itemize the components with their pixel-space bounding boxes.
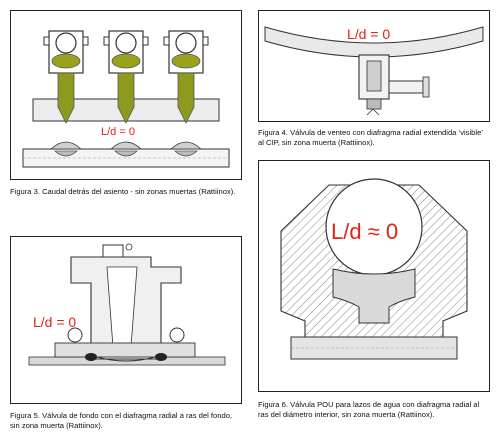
figure-4-caption: Figura 4. Válvula de venteo con diafragm… — [258, 128, 483, 147]
figure-4-valve-body — [358, 54, 430, 116]
figure-6-panel: L/d ≈ 0 — [258, 160, 490, 392]
figure-5-caption: Figura 5. Válvula de fondo con el diafra… — [10, 411, 233, 430]
figure-5-valve-body — [54, 243, 196, 362]
figure-5-panel: L/d = 0 — [10, 236, 242, 404]
figure-6-caption: Figura 6. Válvula POU para lazos de agua… — [258, 400, 480, 419]
figure-3-panel: L/d = 0 — [10, 10, 242, 180]
figure-3-caption: Figura 3. Caudal detrás del asiento - si… — [10, 187, 236, 196]
figure-4-ld-label: L/d = 0 — [347, 26, 390, 42]
figure-6-illustration: L/d ≈ 0 — [280, 178, 468, 360]
figure-4-panel: L/d = 0 — [258, 10, 490, 122]
figure-6-ld-label: L/d ≈ 0 — [331, 219, 398, 244]
figure-3-ld-label: L/d = 0 — [101, 126, 135, 138]
figure-5-illustration: L/d = 0 — [28, 243, 226, 366]
figure-3-illustration: L/d = 0 — [22, 30, 230, 168]
valve-head-2 — [103, 30, 149, 124]
valve-head-3 — [163, 30, 209, 124]
valve-head-1 — [43, 30, 89, 124]
figure-5-ld-label: L/d = 0 — [33, 314, 76, 330]
figure-4-illustration: L/d = 0 — [264, 26, 484, 116]
figure-3-pipe-section — [22, 141, 230, 168]
